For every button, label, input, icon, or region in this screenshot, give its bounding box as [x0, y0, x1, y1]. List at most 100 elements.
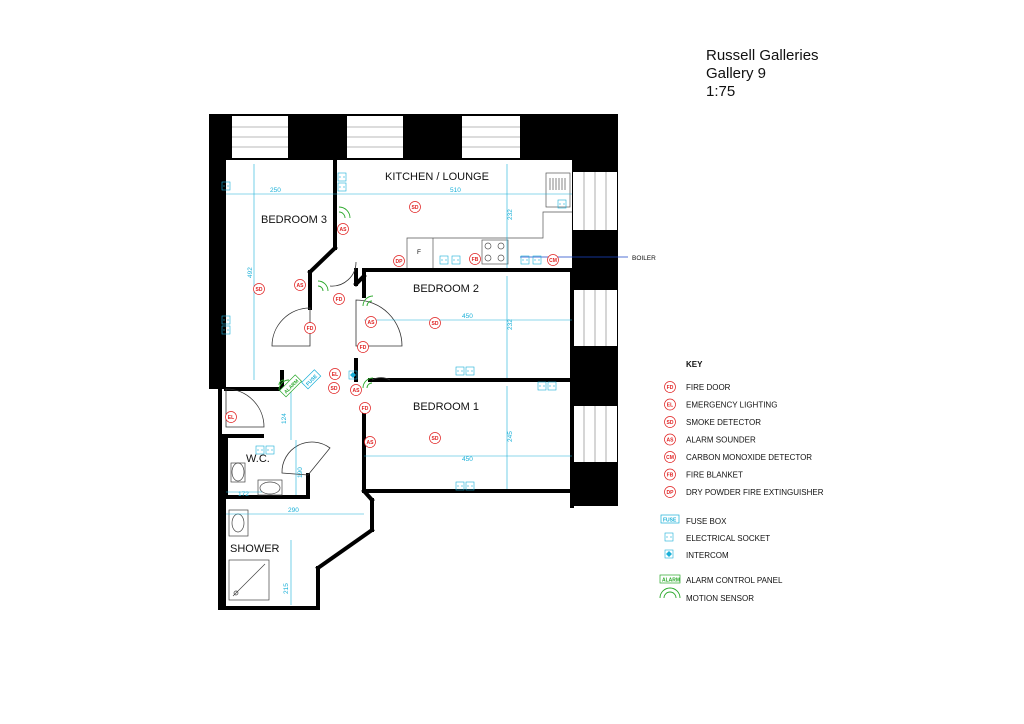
alarm-sounder-bedroom3: AS: [294, 279, 306, 291]
fire-door-bedroom2: FD: [357, 341, 369, 353]
dim-shower-width: 290: [288, 507, 299, 514]
key-intercom-label: INTERCOM: [686, 551, 729, 560]
key-item-label: SMOKE DETECTOR: [686, 418, 761, 427]
key-fuse-code: FUSE: [663, 518, 677, 524]
dim-kitchen-depth: 232: [507, 209, 514, 220]
alarm-sounder-kitchen-code: AS: [340, 227, 348, 233]
shower-fittings: [228, 509, 270, 601]
co-detector-kitchen: CM: [547, 254, 559, 266]
smoke-detector-hall: SD: [328, 382, 340, 394]
key-item: SD SMOKE DETECTOR: [664, 416, 761, 428]
fire-blanket-kitchen-code: FB: [472, 257, 479, 263]
extinguisher-kitchen: DP: [393, 255, 405, 267]
fire-door-bedroom1-code: FD: [362, 406, 369, 412]
smoke-detector-hall-code: SD: [331, 386, 338, 392]
dim-b3-depth: 492: [247, 267, 254, 278]
dim-b1-depth: 245: [507, 431, 514, 442]
key-item-label: DRY POWDER FIRE EXTINGUISHER: [686, 488, 824, 497]
fire-blanket-kitchen: FB: [469, 253, 481, 265]
alarm-sounder-hall: AS: [350, 384, 362, 396]
key-item-code: FB: [667, 472, 674, 478]
key-alarm-code: ALARM: [662, 578, 680, 584]
smoke-detector-kitchen: SD: [409, 201, 421, 213]
fridge-label: F: [417, 249, 421, 256]
key-socket: ELECTRICAL SOCKET: [664, 532, 770, 543]
plan-symbols: SD AS DP FB CM SD AS FD FD AS SD FD EL SD AS FD EL AS SD: [225, 201, 559, 448]
dim-hall: 124: [281, 413, 288, 424]
key-intercom: INTERCOM: [664, 549, 729, 560]
emergency-light-entry: EL: [225, 411, 237, 423]
key-socket-label: ELECTRICAL SOCKET: [686, 534, 770, 543]
key-item: FB FIRE BLANKET: [664, 468, 743, 481]
plan-scale: 1:75: [706, 83, 736, 100]
dim-kitchen-width: 510: [450, 187, 461, 194]
smoke-detector-kitchen-code: SD: [412, 205, 419, 211]
key-motion-label: MOTION SENSOR: [686, 594, 754, 603]
room-wc: W.C.: [246, 453, 270, 465]
motion-sensors: [278, 206, 374, 391]
emergency-light-hall: EL: [329, 368, 341, 380]
key-item-label: ALARM SOUNDER: [686, 436, 756, 445]
key-item-code: CM: [666, 455, 674, 461]
dim-wc-depth: 190: [297, 467, 304, 478]
key-item-label: EMERGENCY LIGHTING: [686, 401, 777, 410]
smoke-detector-bedroom2: SD: [429, 317, 441, 329]
smoke-detector-bedroom1: SD: [429, 432, 441, 444]
emergency-light-hall-code: EL: [332, 372, 338, 378]
fire-door-bedroom2-code: FD: [360, 345, 367, 351]
fire-door-lounge: FD: [304, 322, 316, 334]
fire-door-bedroom1: FD: [359, 402, 371, 414]
plan-subtitle: Gallery 9: [706, 65, 767, 82]
room-bedroom-1: BEDROOM 1: [413, 401, 479, 413]
key-item-code: DP: [667, 490, 675, 496]
dim-b2-depth: 232: [507, 319, 514, 330]
key-fuse: FUSE FUSE BOX: [660, 514, 727, 526]
key-item-label: FIRE DOOR: [686, 383, 731, 392]
dim-b1-width: 450: [462, 456, 473, 463]
key-item-label: FIRE BLANKET: [686, 471, 743, 480]
door-swings: [225, 261, 403, 476]
dim-wc-width: 172: [238, 491, 249, 498]
wall-blocks: [218, 380, 618, 609]
key-item: FD FIRE DOOR: [664, 381, 731, 393]
dimension-lines: [226, 164, 572, 605]
dim-shower-depth: 215: [283, 583, 290, 594]
wc-fittings: [230, 462, 283, 496]
right-windows: [573, 172, 617, 462]
smoke-detector-bedroom2-code: SD: [432, 321, 439, 327]
alarm-sounder-bedroom1-code: AS: [367, 440, 375, 446]
key-alarm: ALARM ALARM CONTROL PANEL: [659, 574, 783, 585]
fire-door-lounge-code: FD: [307, 326, 314, 332]
key-item-code: FD: [667, 385, 674, 391]
key-item-code: AS: [667, 437, 675, 443]
alarm-sounder-bedroom3-code: AS: [297, 283, 305, 289]
alarm-sounder-bedroom1: AS: [364, 436, 376, 448]
alarm-sounder-bedroom2: AS: [365, 316, 377, 328]
key-item: AS ALARM SOUNDER: [664, 433, 756, 446]
key-title: KEY: [686, 360, 703, 369]
smoke-detector-bedroom3: SD: [253, 283, 265, 295]
intercom-symbol: [348, 370, 358, 380]
co-detector-kitchen-code: CM: [549, 258, 557, 264]
dim-b3-width: 250: [270, 187, 281, 194]
key-motion: MOTION SENSOR: [659, 587, 754, 603]
emergency-light-entry-code: EL: [228, 415, 234, 421]
top-windows: [232, 116, 520, 158]
extinguisher-kitchen-code: DP: [396, 259, 404, 265]
room-bedroom-2: BEDROOM 2: [413, 283, 479, 295]
key-item: DP DRY POWDER FIRE EXTINGUISHER: [664, 486, 824, 498]
sink-grille: [549, 178, 566, 190]
dim-b2-width: 450: [462, 313, 473, 320]
fire-door-bedroom3-code: FD: [336, 297, 343, 303]
key-item-code: SD: [667, 420, 674, 426]
key-fuse-label: FUSE BOX: [686, 517, 727, 526]
plan-title: Russell Galleries: [706, 47, 819, 64]
key-alarm-label: ALARM CONTROL PANEL: [686, 576, 783, 585]
alarm-sounder-hall-code: AS: [353, 388, 361, 394]
fire-door-bedroom3: FD: [333, 293, 345, 305]
